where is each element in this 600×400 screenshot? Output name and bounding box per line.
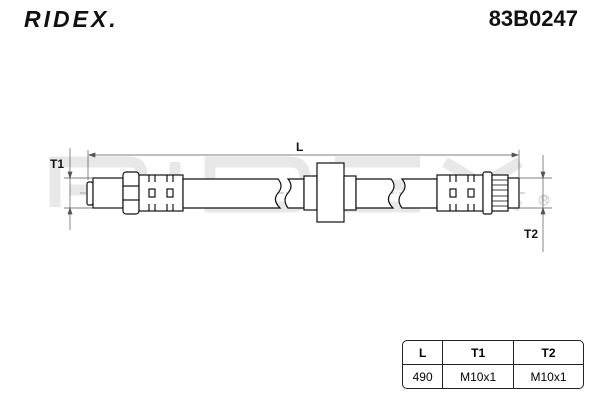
header-l: L — [403, 341, 444, 365]
spec-header-row: L T1 T2 — [403, 341, 583, 365]
right-crimp-sleeve — [436, 174, 484, 212]
registered-mark — [538, 194, 550, 206]
dimension-lines — [64, 148, 552, 252]
header-t2: T2 — [514, 341, 583, 365]
ridex-logo: RIDEX. — [24, 6, 119, 32]
header-t1: T1 — [443, 341, 515, 365]
value-t2: M10x1 — [530, 369, 567, 384]
value-t1: M10x1 — [443, 365, 515, 388]
bracket-collar — [303, 175, 318, 211]
left-tip — [86, 181, 94, 206]
length-label: L — [296, 140, 303, 154]
left-tube — [92, 177, 124, 209]
thread2-label: T2 — [524, 227, 538, 241]
left-crimp-sleeve — [138, 174, 184, 212]
right-nut — [482, 171, 493, 215]
part-number: 83B0247 — [488, 6, 578, 31]
hose-segment — [284, 178, 305, 209]
hose-segment — [398, 178, 438, 209]
bracket-collar — [343, 175, 357, 211]
hose-segment — [182, 178, 282, 209]
value-l: 490 — [403, 365, 444, 388]
right-tip — [507, 177, 520, 209]
hose-segment — [355, 178, 395, 209]
hex-nut — [122, 171, 140, 215]
thread1-label: T1 — [50, 157, 64, 171]
spec-table: L T1 T2 490 M10x1 M10x1 — [402, 340, 584, 389]
spec-value-row: 490 M10x1 M10x1 — [403, 365, 583, 388]
bracket-block — [316, 162, 345, 223]
